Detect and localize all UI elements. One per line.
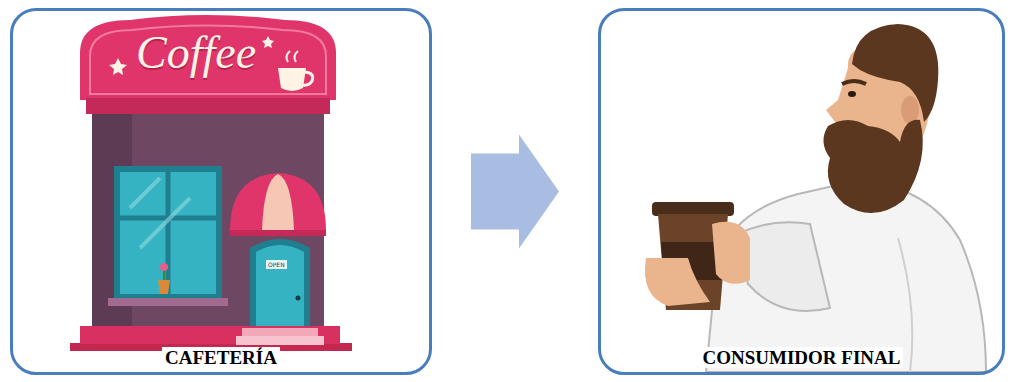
consumer-illustration <box>645 24 986 372</box>
cafe-illustration <box>70 15 352 351</box>
awning-stripe <box>262 174 294 230</box>
cup-lid <box>652 202 734 216</box>
window-bars <box>120 172 216 294</box>
step <box>236 336 324 345</box>
ear <box>901 96 919 124</box>
flower-stem <box>163 270 165 280</box>
flower-pot <box>158 280 170 294</box>
star <box>262 36 274 48</box>
beard <box>823 120 922 213</box>
window-glass <box>120 172 216 294</box>
window-sill <box>108 298 228 306</box>
door-frame <box>250 239 310 330</box>
base-band <box>80 326 340 344</box>
cornice <box>86 98 330 114</box>
door-sign: OPEN <box>266 260 287 269</box>
eyebrow <box>842 81 866 84</box>
cafe-sign <box>80 15 336 100</box>
cafe-wall <box>92 108 324 330</box>
sign-trim <box>90 26 326 95</box>
sign-text: Coffee <box>136 26 256 79</box>
shirt <box>706 180 986 372</box>
block-arrow <box>471 135 559 249</box>
awning-edge <box>230 230 326 236</box>
cup-icon <box>278 51 313 91</box>
door <box>256 245 304 330</box>
window-frame <box>114 166 222 300</box>
illustration-box: CAFETERÍA CoffeeOPEN <box>10 8 432 375</box>
box-caption-row: CAFETERÍA <box>13 347 429 369</box>
hand <box>645 258 710 306</box>
eye <box>848 91 856 97</box>
hair <box>852 24 938 122</box>
star <box>109 58 127 75</box>
door-knob <box>296 296 301 301</box>
sleeve <box>738 222 830 311</box>
step <box>242 328 318 336</box>
box-caption-row: CONSUMIDOR FINAL <box>601 347 1002 369</box>
box-caption: CONSUMIDOR FINAL <box>700 347 904 368</box>
hand <box>712 222 750 284</box>
awning <box>230 173 326 230</box>
box-caption: CAFETERÍA <box>162 347 280 368</box>
window-shine <box>130 178 190 248</box>
illustration-box: CONSUMIDOR FINAL <box>598 8 1005 375</box>
flower <box>160 263 168 271</box>
